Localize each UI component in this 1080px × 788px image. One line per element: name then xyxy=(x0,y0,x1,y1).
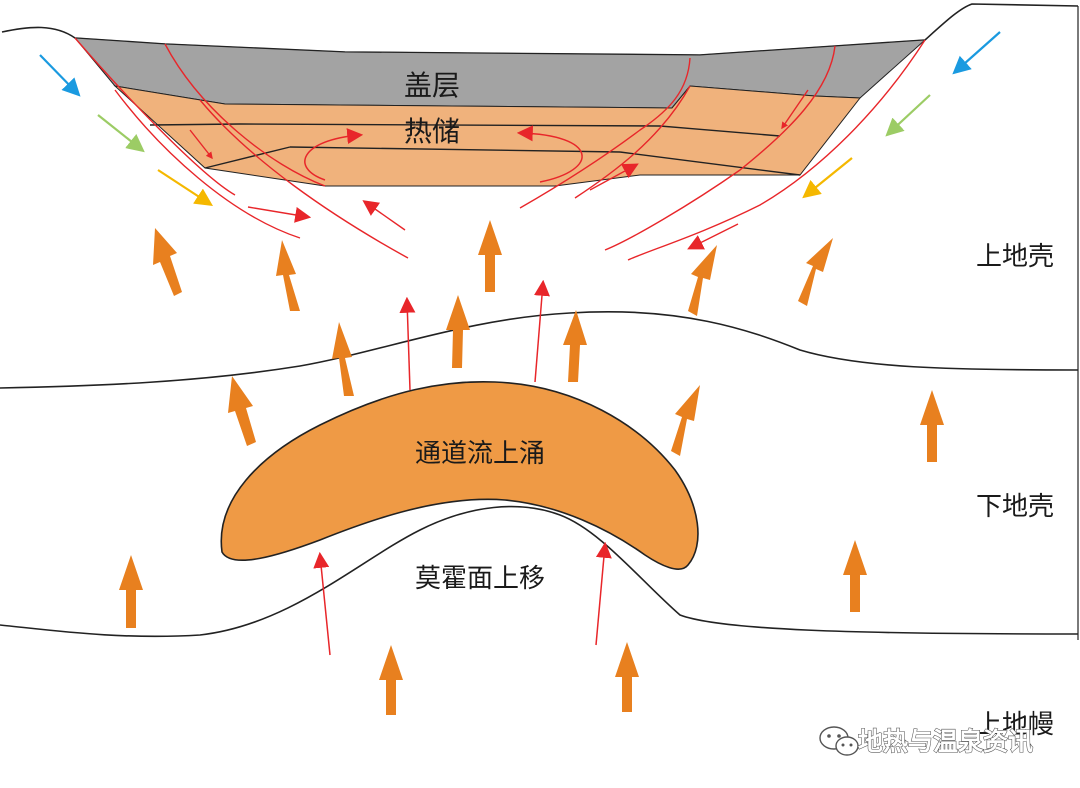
heat-arrow xyxy=(478,220,502,292)
watermark-text: 地热与温泉资讯 xyxy=(858,727,1033,756)
lower-crust-label: 下地壳 xyxy=(976,492,1054,522)
channel-flow-body xyxy=(220,380,699,570)
upper-lower-crust-boundary xyxy=(0,310,1079,389)
heat-arrow xyxy=(688,245,717,316)
heat-arrow xyxy=(671,385,700,456)
water-infiltration-arrows xyxy=(39,31,1001,206)
heat-arrow xyxy=(843,540,867,612)
channel-flow-label: 通道流上涌 xyxy=(415,439,545,469)
heat-arrow xyxy=(379,645,403,715)
heat-arrow xyxy=(119,555,143,628)
moho-surface xyxy=(0,505,1079,638)
heat-arrow xyxy=(615,642,639,712)
heat-arrow xyxy=(228,376,256,446)
heat-arrow xyxy=(563,310,587,382)
heat-arrow xyxy=(332,322,354,396)
heat-arrow xyxy=(153,228,182,296)
heat-arrow xyxy=(276,240,300,311)
heat-arrow xyxy=(920,390,944,462)
heat-flow-arrows xyxy=(119,220,944,715)
strata-lines xyxy=(149,123,801,176)
cap-layer-label: 盖层 xyxy=(404,69,460,102)
fault-motion-arrows xyxy=(189,89,809,250)
heat-arrow xyxy=(798,238,833,306)
fault-lines xyxy=(74,37,926,261)
upper-crust-label: 上地壳 xyxy=(976,242,1054,272)
reservoir-circulation xyxy=(304,125,583,183)
heat-arrow xyxy=(446,295,470,368)
thin-uplift-arrows xyxy=(313,279,612,656)
thermal-reservoir-label: 热储 xyxy=(404,115,460,148)
watermark: 地热与温泉资讯 xyxy=(819,726,1034,757)
upper-mantle-label: 上地幔 xyxy=(976,710,1054,740)
wechat-icon xyxy=(819,726,859,756)
moho-uplift-label: 莫霍面上移 xyxy=(415,564,545,594)
